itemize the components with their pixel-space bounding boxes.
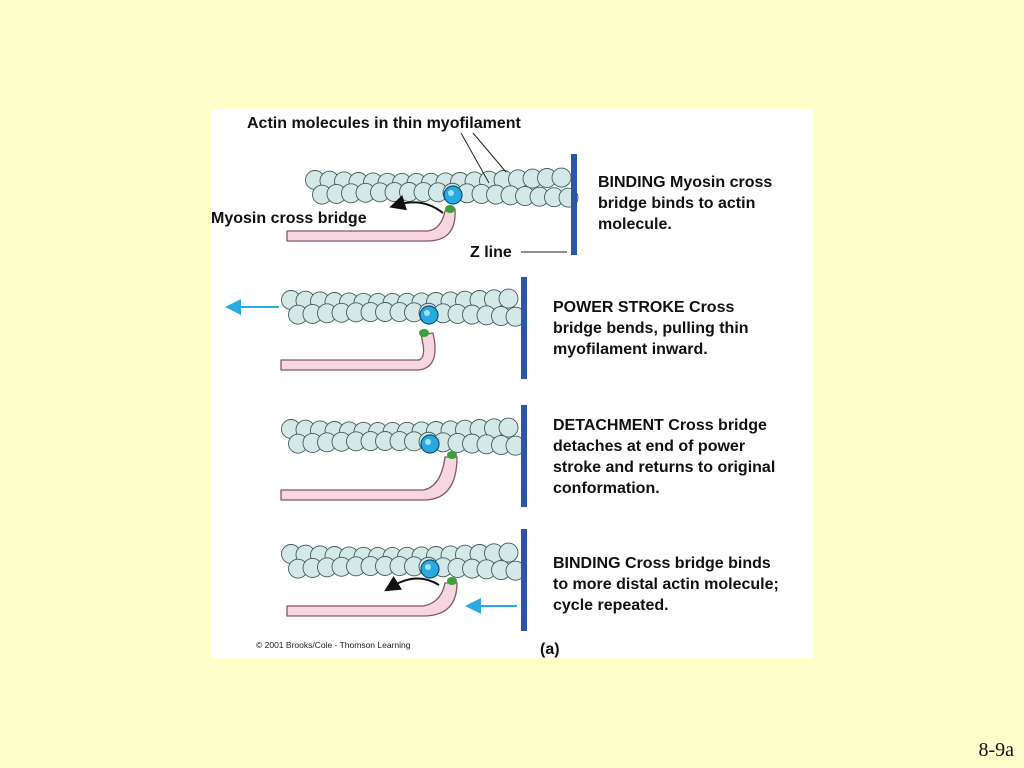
myosin-head-tip xyxy=(447,577,457,585)
myosin-head-tip xyxy=(447,451,457,459)
z-line-2 xyxy=(521,277,527,379)
cross-bridge-cycle-figure: Actin molecules in thin myofilament Myos… xyxy=(211,109,813,658)
actin-monomer xyxy=(498,542,519,563)
myosin-head-tip xyxy=(445,205,455,213)
myosin-cross-bridge-3 xyxy=(280,451,458,501)
copyright-credit: © 2001 Brooks/Cole - Thomson Learning xyxy=(256,640,411,650)
binding-site-highlight xyxy=(425,439,431,445)
panel-label: (a) xyxy=(540,641,560,658)
myosin-cross-bridge-2 xyxy=(280,329,436,371)
actin-filaments xyxy=(281,167,579,581)
myosin-cross-bridges xyxy=(280,205,458,617)
z-line-4 xyxy=(521,529,527,631)
actin-filament-2 xyxy=(281,288,526,327)
myosin-tail-and-head xyxy=(280,332,436,371)
z-line-3 xyxy=(521,405,527,507)
actin-filament-4 xyxy=(281,542,526,581)
cross-bridge-motion-arrow-2 xyxy=(384,575,440,592)
actin-leader-1 xyxy=(460,132,490,184)
cross-bridge-motion-arrow-1 xyxy=(389,195,444,214)
binding-site-highlight xyxy=(425,564,431,570)
binding-site-highlight xyxy=(448,190,454,196)
myosin-tail-and-head xyxy=(280,456,458,501)
leader-lines xyxy=(460,132,567,253)
binding-site-highlight xyxy=(424,310,430,316)
myosin-tail-and-head xyxy=(286,582,458,617)
actin-label: Actin molecules in thin myofilament xyxy=(247,115,521,132)
step-binding-text: BINDING Myosin cross bridge binds to act… xyxy=(598,174,773,233)
slide-number: 8-9a xyxy=(978,739,1014,761)
actin-monomer xyxy=(498,417,519,438)
myosin-cross-bridge-4 xyxy=(286,577,458,617)
actin-filament-1 xyxy=(305,167,579,208)
actin-monomer xyxy=(498,288,519,309)
actin-filament-3 xyxy=(281,417,526,456)
z-lines xyxy=(521,154,577,631)
cross-bridge-label: Myosin cross bridge xyxy=(211,210,367,227)
step-binding-repeat-text: BINDING Cross bridge binds to more dista… xyxy=(553,555,779,614)
cross-bridge-diagram: Actin molecules in thin myofilament Myos… xyxy=(211,115,579,658)
step-power-stroke-text: POWER STROKE Cross bridge bends, pulling… xyxy=(553,299,749,358)
myosin-cross-bridge-1 xyxy=(286,205,456,242)
z-line-1 xyxy=(571,154,577,255)
arrows xyxy=(225,195,517,614)
z-line-label: Z line xyxy=(470,244,512,261)
myosin-head-tip xyxy=(419,329,429,337)
actin-leader-2 xyxy=(472,132,507,173)
step-detachment-text: DETACHMENT Cross bridge detaches at end … xyxy=(553,417,776,497)
actin-monomer xyxy=(551,167,572,188)
